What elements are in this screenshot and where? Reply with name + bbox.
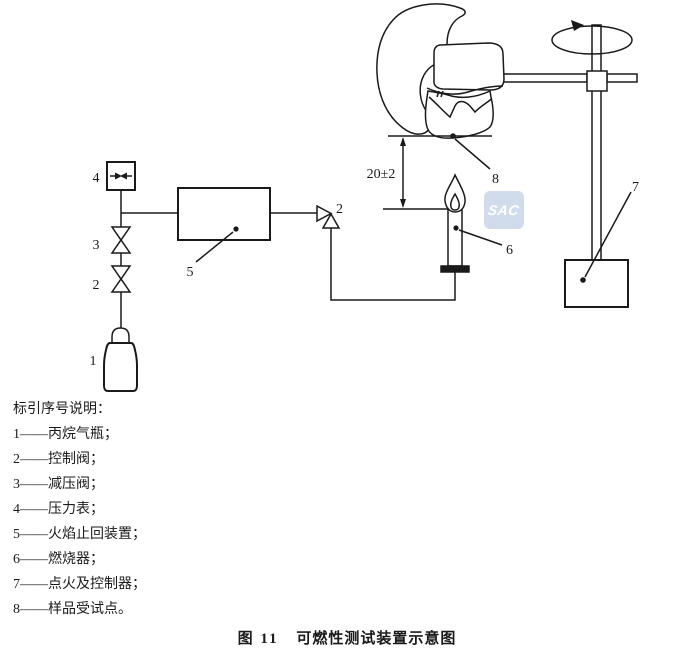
leader-dot-5: [233, 226, 239, 232]
burner-flange: [440, 265, 470, 273]
control-valve-upper-triangle: [110, 265, 132, 281]
dimension-arrow-down: [400, 199, 406, 208]
leader-lines: [195, 133, 632, 283]
flame-arrester-box: [177, 187, 271, 241]
gauge-arrow-left-head: [115, 172, 122, 180]
apparatus-diagram: 4 3 2 1 5 2 6 7 8 20±2: [90, 3, 639, 392]
part-label-4: 4: [93, 171, 100, 186]
burner-tube: [447, 208, 463, 267]
sample-lower-shape: [424, 89, 494, 139]
part-label-3: 3: [93, 238, 100, 253]
legend: 标引序号说明： 1——丙烷气瓶； 2——控制阀； 3——减压阀； 4——压力表；…: [13, 397, 146, 622]
legend-item-6: 6——燃烧器；: [13, 552, 104, 567]
leader-line-6: [458, 229, 503, 246]
stand-arm-right: [606, 73, 638, 83]
part-label-8: 8: [492, 172, 499, 187]
burner: [440, 173, 470, 273]
dimension-label: 20±2: [367, 167, 396, 182]
control-valve-lower: [110, 265, 132, 293]
legend-item-4: 4——压力表；: [13, 502, 104, 517]
part-label-7: 7: [632, 180, 639, 195]
rotation-arrow: [551, 25, 633, 55]
legend-title: 标引序号说明：: [13, 402, 111, 417]
leader-dot-6: [453, 225, 459, 231]
sac-watermark: SAC: [484, 191, 524, 229]
part-label-5: 5: [187, 265, 194, 280]
part-label-6: 6: [506, 243, 513, 258]
part-label-1: 1: [90, 354, 97, 369]
gas-bottle-body: [103, 342, 138, 392]
legend-item-2: 2——控制阀；: [13, 452, 104, 467]
pipe-to-burner: [330, 228, 456, 301]
sample-blob: [376, 3, 505, 139]
reducer-valve-lower-triangle: [110, 238, 132, 254]
stand-base-igniter: [564, 259, 629, 308]
leader-dot-8: [450, 133, 456, 139]
legend-item-7: 7——点火及控制器；: [13, 577, 146, 592]
reducer-valve: [110, 226, 132, 254]
control-valve-lower-triangle: [110, 277, 132, 293]
stand-rod: [591, 24, 602, 261]
flame-inner: [450, 192, 460, 211]
leader-line-8: [454, 138, 491, 170]
rotation-arrowhead: [571, 20, 584, 31]
right-valve-horizontal-triangle: [316, 204, 333, 223]
legend-item-1: 1——丙烷气瓶；: [13, 427, 118, 442]
figure-number: 图 11: [237, 631, 279, 647]
figure-caption: 图 11 可燃性测试装置示意图: [0, 627, 694, 648]
sample-fold-line-2: [428, 96, 492, 119]
stand-arm-left: [496, 73, 588, 83]
legend-item-3: 3——减压阀；: [13, 477, 104, 492]
legend-item-5: 5——火焰止回装置；: [13, 527, 146, 542]
ring-stand: [496, 20, 638, 308]
stand-clamp: [586, 70, 608, 92]
dimension-20-2: [383, 135, 492, 210]
legend-item-8: 8——样品受试点。: [13, 602, 132, 617]
gauge-arrow-right-head: [120, 172, 127, 180]
pressure-gauge: [106, 161, 136, 191]
dimension-arrow-up: [400, 137, 406, 146]
leader-line-7: [584, 191, 632, 278]
part-label-2: 2: [93, 278, 100, 293]
figure-title: 可燃性测试装置示意图: [296, 631, 457, 647]
reducer-valve-upper-triangle: [110, 226, 132, 242]
gas-bottle: [103, 327, 138, 392]
gas-bottle-cap: [111, 327, 130, 343]
leader-dot-7: [580, 277, 586, 283]
part-label-2b: 2: [336, 202, 343, 217]
sample-stitch-marks: [436, 90, 444, 98]
sample-middle-shape: [433, 42, 505, 91]
leader-line-5: [195, 231, 234, 263]
